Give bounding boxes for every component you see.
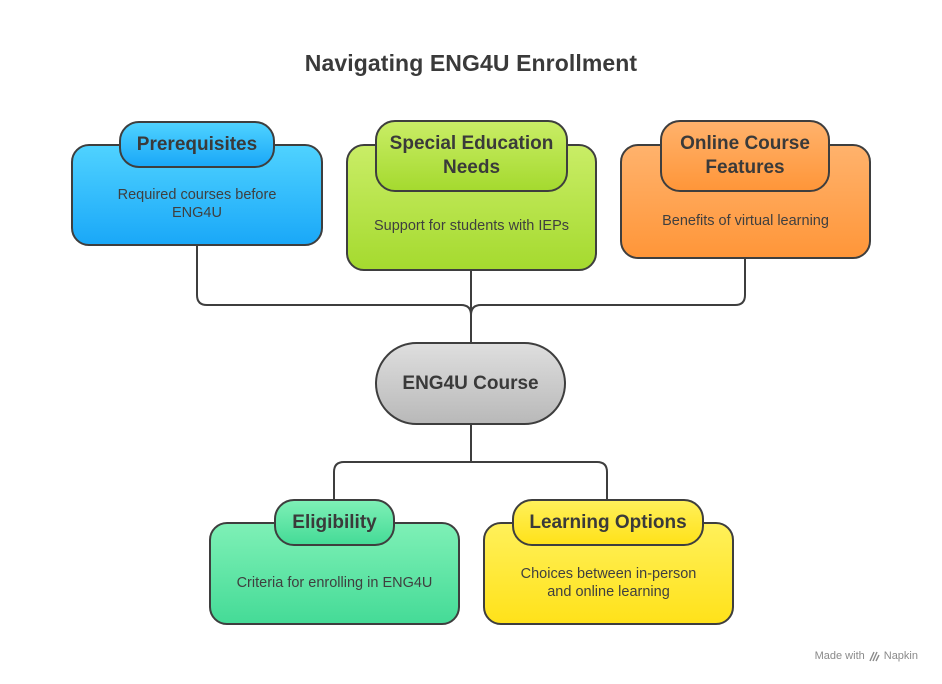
made-with-footer: Made with Napkin xyxy=(815,650,918,662)
eligibility-description: Criteria for enrolling in ENG4U xyxy=(236,574,433,591)
connector-learning-options xyxy=(471,461,608,500)
learning-options-description: Choices between in-person and online lea… xyxy=(520,565,697,600)
connector-eligibility xyxy=(333,461,471,500)
napkin-brand: Napkin xyxy=(883,650,918,662)
prerequisites-label: Prerequisites xyxy=(119,121,275,168)
prerequisites-description: Required courses before ENG4U xyxy=(117,187,277,221)
special-education-label: Special Education Needs xyxy=(375,120,568,192)
made-with-text: Made with xyxy=(814,650,865,662)
online-features-description: Benefits of virtual learning xyxy=(662,212,829,229)
connector-prerequisites xyxy=(196,245,472,316)
eligibility-card: Criteria for enrolling in ENG4U xyxy=(209,522,460,625)
napkin-logo-icon xyxy=(869,651,880,662)
eligibility-label: Eligibility xyxy=(274,499,395,546)
connector-online-features xyxy=(470,258,746,316)
special-education-description: Support for students with IEPs xyxy=(373,218,570,234)
diagram-title: Navigating ENG4U Enrollment xyxy=(304,50,638,76)
learning-options-label: Learning Options xyxy=(512,499,704,546)
center-node: ENG4U Course xyxy=(375,342,566,425)
online-features-label: Online Course Features xyxy=(660,120,830,192)
